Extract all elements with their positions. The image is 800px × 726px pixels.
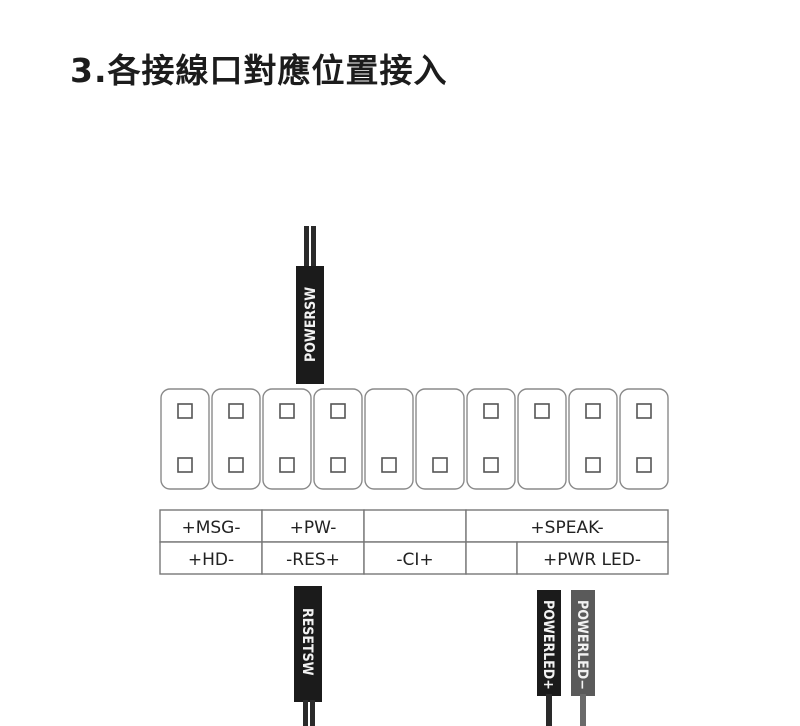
header-pin: [330, 457, 346, 473]
page-title: 3.各接線口對應位置接入: [70, 51, 448, 90]
header-pin: [585, 457, 601, 473]
header-column: [466, 388, 516, 490]
power-led-plus-label: POWERLED+: [540, 600, 556, 690]
header-pin: [279, 457, 295, 473]
header-column: [313, 388, 363, 490]
header-pin: [279, 403, 295, 419]
label-msg: +MSG-: [181, 518, 240, 538]
header-pin: [432, 457, 448, 473]
header-column: [211, 388, 261, 490]
header-pin: [585, 403, 601, 419]
header-pin: [483, 457, 499, 473]
header-pin: [228, 403, 244, 419]
power-led-plus-connector: POWERLED+: [537, 590, 561, 726]
header-pin: [381, 457, 397, 473]
header-pin: [330, 403, 346, 419]
header-pin: [228, 457, 244, 473]
header-column: [415, 388, 465, 490]
label-ci: -CI+: [396, 550, 433, 570]
header-pin: [636, 457, 652, 473]
label-table: +MSG- +PW- +SPEAK- +HD- -RES+ -CI+ +PWR …: [159, 509, 669, 575]
header-column: [517, 388, 567, 490]
label-res: -RES+: [286, 550, 340, 570]
header-pin: [177, 403, 193, 419]
header-column: [619, 388, 669, 490]
header-pin: [534, 403, 550, 419]
header-column: [262, 388, 312, 490]
label-pw: +PW-: [290, 518, 337, 538]
header-pin: [177, 457, 193, 473]
label-speak: +SPEAK-: [530, 518, 603, 538]
pin-header: [160, 388, 669, 490]
header-column: [160, 388, 210, 490]
label-pwr-led: +PWR LED-: [543, 550, 641, 570]
header-pin: [636, 403, 652, 419]
powersw-label: POWERSW: [303, 287, 319, 362]
label-hd: +HD-: [188, 550, 234, 570]
resetsw-connector: RESETSW: [294, 586, 322, 726]
header-pin: [483, 403, 499, 419]
header-column: [568, 388, 618, 490]
header-column: [364, 388, 414, 490]
power-led-minus-connector: POWERLED−: [571, 590, 595, 726]
power-led-minus-label: POWERLED−: [574, 600, 590, 690]
resetsw-label: RESETSW: [299, 608, 315, 676]
powersw-connector: POWERSW: [296, 226, 324, 384]
